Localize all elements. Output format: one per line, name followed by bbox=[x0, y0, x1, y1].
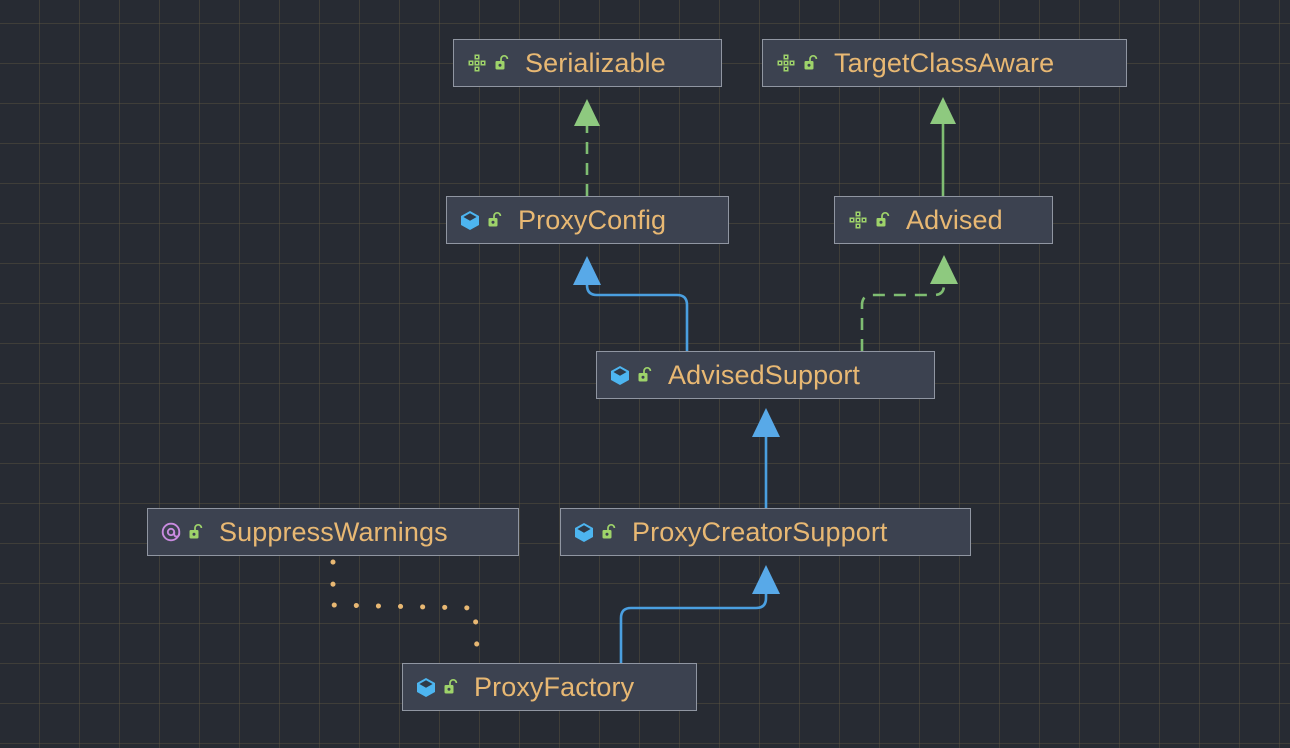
node-advised[interactable]: Advised bbox=[834, 196, 1053, 244]
class-icon bbox=[609, 364, 631, 386]
class-icon bbox=[415, 676, 437, 698]
edge-proxyfactory-extends-proxycreatorsupport bbox=[619, 565, 780, 663]
interface-icon bbox=[847, 209, 869, 231]
edge-advisedsupport-implements-advised bbox=[860, 255, 958, 351]
node-serializable[interactable]: Serializable bbox=[453, 39, 722, 87]
interface-icon bbox=[775, 52, 797, 74]
node-label: AdvisedSupport bbox=[668, 359, 861, 390]
node-label: ProxyCreatorSupport bbox=[632, 516, 888, 547]
node-label: ProxyFactory bbox=[474, 671, 635, 702]
node-suppresswarnings[interactable]: SuppressWarnings bbox=[147, 508, 519, 556]
node-proxyconfig[interactable]: ProxyConfig bbox=[446, 196, 729, 244]
unlock-icon bbox=[442, 677, 460, 697]
edge-advisedsupport-extends-proxyconfig bbox=[573, 256, 689, 351]
edge-advised-extends-targetclassaware bbox=[930, 97, 956, 196]
node-label: Advised bbox=[906, 204, 1003, 235]
node-proxyfactory[interactable]: ProxyFactory bbox=[402, 663, 697, 711]
unlock-icon bbox=[636, 365, 654, 385]
edge-proxycreatorsupport-extends-advisedsupport bbox=[752, 408, 780, 508]
unlock-icon bbox=[493, 53, 511, 73]
unlock-icon bbox=[187, 522, 205, 542]
node-label: Serializable bbox=[525, 47, 666, 78]
node-label: ProxyConfig bbox=[518, 204, 667, 235]
node-label: SuppressWarnings bbox=[219, 516, 448, 547]
unlock-icon bbox=[600, 522, 618, 542]
edge-proxyconfig-implements-serializable bbox=[574, 99, 600, 196]
interface-icon bbox=[466, 52, 488, 74]
node-label: TargetClassAware bbox=[834, 47, 1055, 78]
class-icon bbox=[459, 209, 481, 231]
node-advisedsupport[interactable]: AdvisedSupport bbox=[596, 351, 935, 399]
unlock-icon bbox=[874, 210, 892, 230]
annotation-icon bbox=[160, 521, 182, 543]
node-targetclassaware[interactable]: TargetClassAware bbox=[762, 39, 1127, 87]
node-proxycreatorsupport[interactable]: ProxyCreatorSupport bbox=[560, 508, 971, 556]
class-icon bbox=[573, 521, 595, 543]
unlock-icon bbox=[802, 53, 820, 73]
edge-proxyfactory-annotated-suppresswarnings bbox=[330, 559, 480, 653]
unlock-icon bbox=[486, 210, 504, 230]
